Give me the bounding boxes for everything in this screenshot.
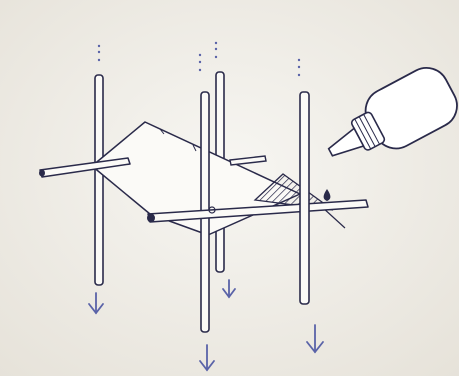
arrow-down-icon [306, 324, 324, 354]
crossbar-top-right [229, 155, 267, 166]
glue-drop-icon [323, 189, 331, 201]
arrow-down-icon [199, 344, 215, 372]
crossbar-left [39, 157, 131, 178]
guide-dots [97, 41, 301, 77]
crossbar-front [147, 199, 369, 223]
arrow-down-icon [88, 292, 104, 315]
arrow-down-icon [222, 279, 236, 299]
glue-bottle-icon [327, 67, 458, 157]
stick-back-left [94, 74, 104, 286]
stick-front-right [299, 91, 310, 305]
